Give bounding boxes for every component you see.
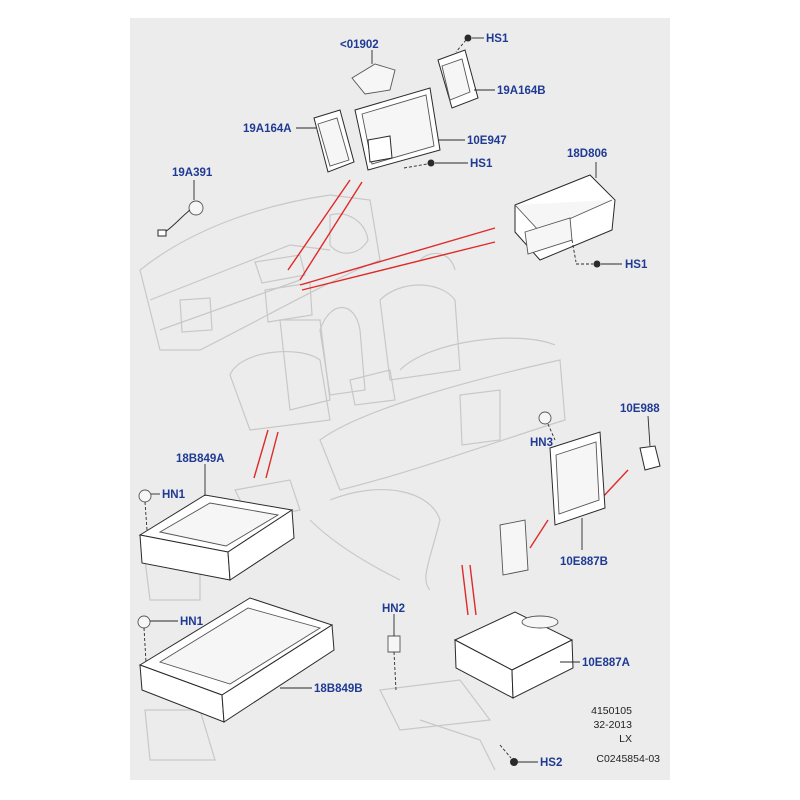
label-18D806: 18D806 xyxy=(567,148,607,160)
label-19A164A: 19A164A xyxy=(243,123,292,135)
card-10E988 xyxy=(639,415,661,471)
label-18B849B: 18B849B xyxy=(314,683,363,695)
label-hs2: HS2 xyxy=(540,757,562,769)
module-19A164A xyxy=(296,109,355,173)
callout-lines xyxy=(253,179,629,616)
metadata-line-3: LX xyxy=(619,733,632,745)
screw-hs1-right xyxy=(576,260,622,268)
module-10E887B xyxy=(499,431,606,576)
label-hs1-right: HS1 xyxy=(625,259,648,271)
label-hn3: HN3 xyxy=(530,437,553,449)
metadata-line-2: 32-2013 xyxy=(593,719,632,731)
nut-hn3 xyxy=(538,411,556,441)
amplifier-18B849A xyxy=(138,464,295,581)
label-19A164B: 19A164B xyxy=(497,85,546,97)
label-10E887A: 10E887A xyxy=(582,657,630,669)
label-hn1-top: HN1 xyxy=(162,489,186,501)
module-19A164B xyxy=(437,49,495,109)
label-19A391: 19A391 xyxy=(172,167,213,179)
label-hs1-mid: HS1 xyxy=(470,158,493,170)
sensor-19A391 xyxy=(157,180,204,237)
screw-hs1-mid xyxy=(403,159,468,169)
label-lt01902: <01902 xyxy=(340,39,379,51)
vehicle-interior-outline xyxy=(139,194,566,771)
display-10E947 xyxy=(354,87,465,171)
label-10E887B: 10E887B xyxy=(560,556,608,568)
unit-18D806 xyxy=(514,162,616,263)
nut-hn2 xyxy=(387,614,401,691)
nut-hn1-bottom xyxy=(137,615,178,663)
nut-hn1-top xyxy=(138,489,160,531)
label-10E947: 10E947 xyxy=(467,135,507,147)
label-hn1-bottom: HN1 xyxy=(180,616,204,628)
screw-hs1-top xyxy=(455,34,484,53)
label-10E988: 10E988 xyxy=(620,403,660,415)
label-hs1-top: HS1 xyxy=(486,33,509,45)
label-18B849A: 18B849A xyxy=(176,453,225,465)
screw-hs2 xyxy=(499,744,538,766)
module-10E887A xyxy=(453,611,580,699)
diagram-metadata: 4150105 32-2013 LX C0245854-03 xyxy=(591,705,660,765)
metadata-line-1: 4150105 xyxy=(591,705,632,717)
amplifier-18B849B xyxy=(138,597,335,723)
label-hn2: HN2 xyxy=(382,603,405,615)
part-labels: <01902 HS1 19A164B 19A164A 10E947 HS1 18… xyxy=(162,33,660,769)
metadata-line-4: C0245854-03 xyxy=(596,753,660,765)
trim-cover-01902 xyxy=(351,50,396,95)
